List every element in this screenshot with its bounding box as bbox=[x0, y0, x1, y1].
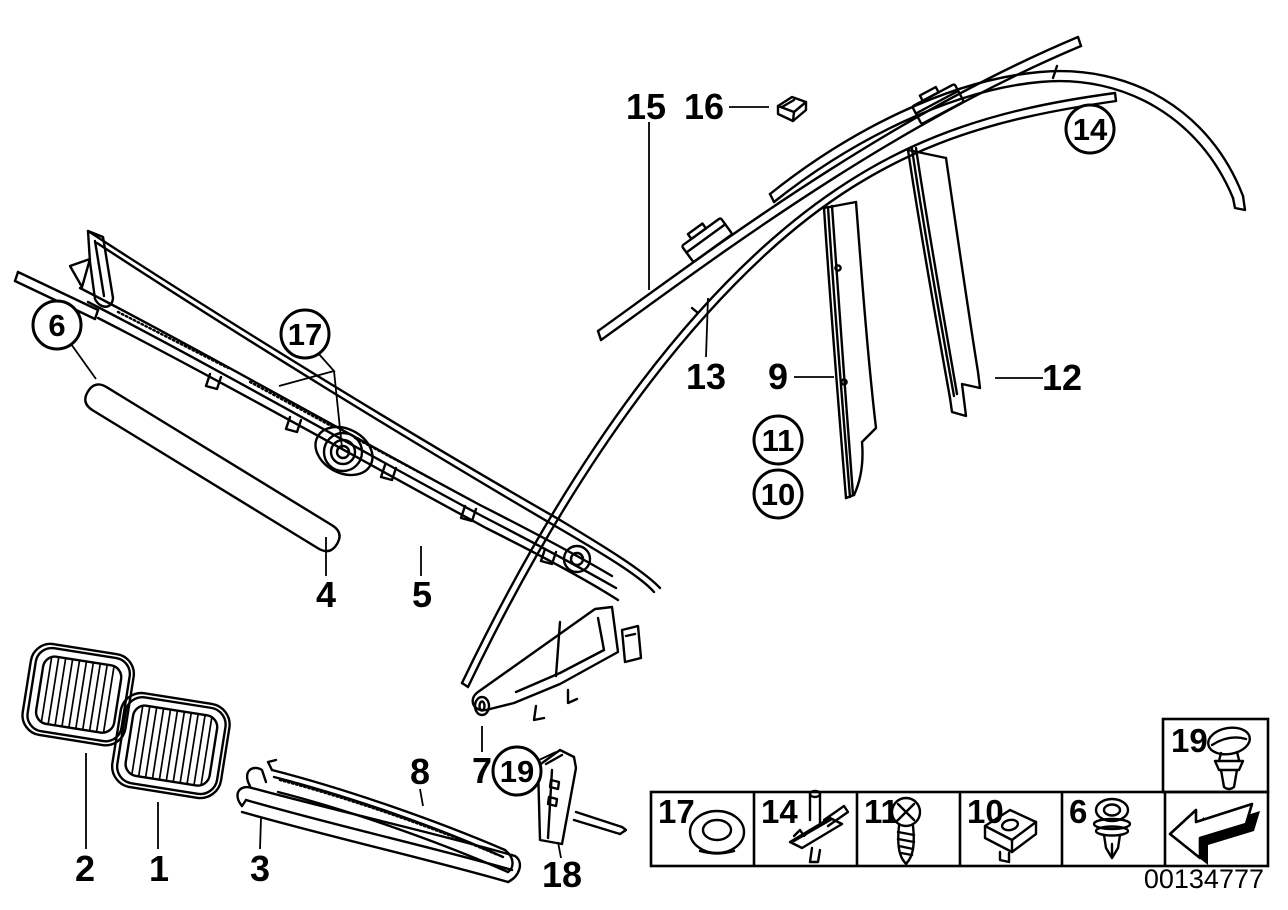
callout-13[interactable]: 13 bbox=[686, 356, 726, 397]
legend-cell-6[interactable]: 6 bbox=[1069, 793, 1132, 860]
svg-text:10: 10 bbox=[967, 793, 1004, 830]
back-arrow-icon bbox=[1168, 802, 1260, 865]
callout-1[interactable]: 1 bbox=[149, 848, 169, 889]
part-bracket bbox=[536, 748, 628, 846]
svg-text:6: 6 bbox=[48, 308, 65, 343]
screw-icon bbox=[890, 796, 922, 866]
callout-8[interactable]: 8 bbox=[410, 751, 430, 792]
part-roof-molding-clip bbox=[776, 95, 808, 123]
callout-circle-17[interactable]: 17 bbox=[279, 308, 331, 360]
part-bumper-trim-strip bbox=[236, 766, 522, 884]
legend-cell-19[interactable]: 19 bbox=[1171, 722, 1252, 791]
svg-text:10: 10 bbox=[761, 477, 795, 512]
svg-text:14: 14 bbox=[1073, 112, 1108, 147]
part-drip-molding bbox=[768, 64, 1247, 212]
part-pillar-trim-front bbox=[822, 200, 878, 500]
callout-circle-19[interactable]: 19 bbox=[491, 745, 543, 797]
callout-circle-11[interactable]: 11 bbox=[752, 414, 804, 466]
roof-molding-clip-block bbox=[681, 217, 733, 263]
clip-nut-icon bbox=[983, 808, 1038, 864]
callout-7[interactable]: 7 bbox=[472, 750, 492, 791]
expanding-rivet-icon bbox=[1092, 797, 1132, 860]
part-kidney-grille-left bbox=[21, 642, 136, 747]
svg-text:17: 17 bbox=[658, 793, 695, 830]
callout-circle-6[interactable]: 6 bbox=[31, 299, 83, 351]
callout-16[interactable]: 16 bbox=[684, 86, 724, 127]
circled-callouts: 6 17 14 11 10 19 bbox=[31, 103, 1116, 797]
part-pillar-trim-rear bbox=[906, 146, 982, 418]
part-hood-inlet-grille bbox=[84, 383, 341, 553]
legend-pin-cell[interactable] bbox=[1161, 717, 1270, 794]
callout-9[interactable]: 9 bbox=[768, 356, 788, 397]
part-a-pillar-trim bbox=[460, 91, 1118, 689]
callout-labels: 15 16 13 9 12 4 5 8 7 2 1 3 18 bbox=[75, 86, 1082, 895]
svg-text:17: 17 bbox=[288, 317, 322, 352]
legend-cell-17[interactable]: 17 bbox=[658, 793, 746, 855]
push-pin-icon bbox=[1206, 726, 1252, 791]
molding-clip-icon bbox=[788, 789, 850, 864]
legend-cell-11[interactable]: 11 bbox=[864, 793, 922, 866]
legend-cell-10[interactable]: 10 bbox=[967, 793, 1038, 864]
callout-3[interactable]: 3 bbox=[250, 848, 270, 889]
part-cowl-end-piece bbox=[471, 605, 643, 722]
callout-5[interactable]: 5 bbox=[412, 574, 432, 615]
callout-12[interactable]: 12 bbox=[1042, 357, 1082, 398]
image-number: 00134777 bbox=[1144, 864, 1264, 894]
part-kidney-grille-right bbox=[110, 691, 231, 800]
legend-table: 17 14 11 bbox=[649, 717, 1270, 868]
callout-18[interactable]: 18 bbox=[542, 854, 582, 895]
legend-cell-14[interactable]: 14 bbox=[761, 789, 850, 864]
svg-text:19: 19 bbox=[500, 754, 534, 789]
svg-text:6: 6 bbox=[1069, 793, 1087, 830]
leader-lines bbox=[70, 106, 1043, 859]
callout-circle-14[interactable]: 14 bbox=[1064, 103, 1116, 155]
callout-circle-10[interactable]: 10 bbox=[752, 468, 804, 520]
grommet-washer-icon bbox=[688, 809, 746, 855]
callout-4[interactable]: 4 bbox=[316, 574, 336, 615]
svg-text:14: 14 bbox=[761, 793, 798, 830]
legend-cell-nav[interactable] bbox=[1168, 802, 1260, 865]
callout-2[interactable]: 2 bbox=[75, 848, 95, 889]
part-cowl-panel bbox=[13, 229, 662, 602]
wiper-spindle-grommet bbox=[314, 425, 374, 477]
part-roof-molding-strip bbox=[596, 35, 1083, 342]
svg-text:11: 11 bbox=[864, 793, 899, 830]
svg-text:11: 11 bbox=[762, 423, 795, 458]
callout-15[interactable]: 15 bbox=[626, 86, 666, 127]
svg-text:19: 19 bbox=[1171, 722, 1208, 759]
